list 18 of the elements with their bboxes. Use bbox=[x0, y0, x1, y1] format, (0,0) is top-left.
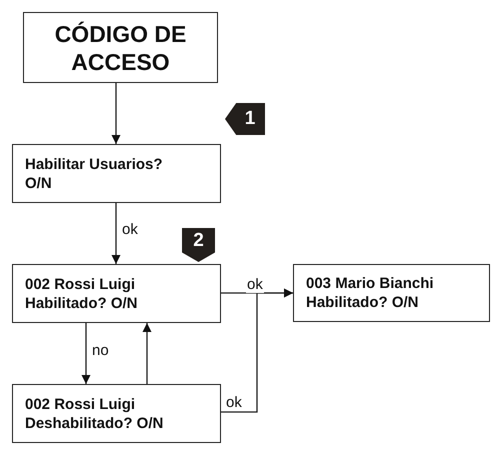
callout-number: 2 bbox=[182, 228, 215, 262]
arrow bbox=[142, 323, 152, 384]
step-text: Habilitar Usuarios? O/N bbox=[25, 154, 164, 192]
step-text: 003 Mario Bianchi Habilitado? O/N bbox=[306, 274, 435, 312]
menu-step-box bbox=[12, 264, 221, 323]
title-box bbox=[23, 12, 218, 83]
edge-label: ok bbox=[246, 277, 264, 293]
step-text: 002 Rossi Luigi Deshabilitado? O/N bbox=[25, 394, 164, 432]
menu-step-box bbox=[12, 384, 221, 443]
step-text: 002 Rossi Luigi Habilitado? O/N bbox=[25, 274, 138, 312]
arrow bbox=[82, 323, 90, 384]
arrow bbox=[221, 288, 293, 413]
step-text: CÓDIGO DE ACCESO bbox=[54, 20, 188, 76]
callout-number: 1 bbox=[225, 103, 265, 135]
arrow bbox=[112, 203, 120, 264]
arrow bbox=[112, 83, 120, 144]
menu-step-box bbox=[12, 144, 221, 203]
menu-step-box bbox=[293, 264, 490, 322]
